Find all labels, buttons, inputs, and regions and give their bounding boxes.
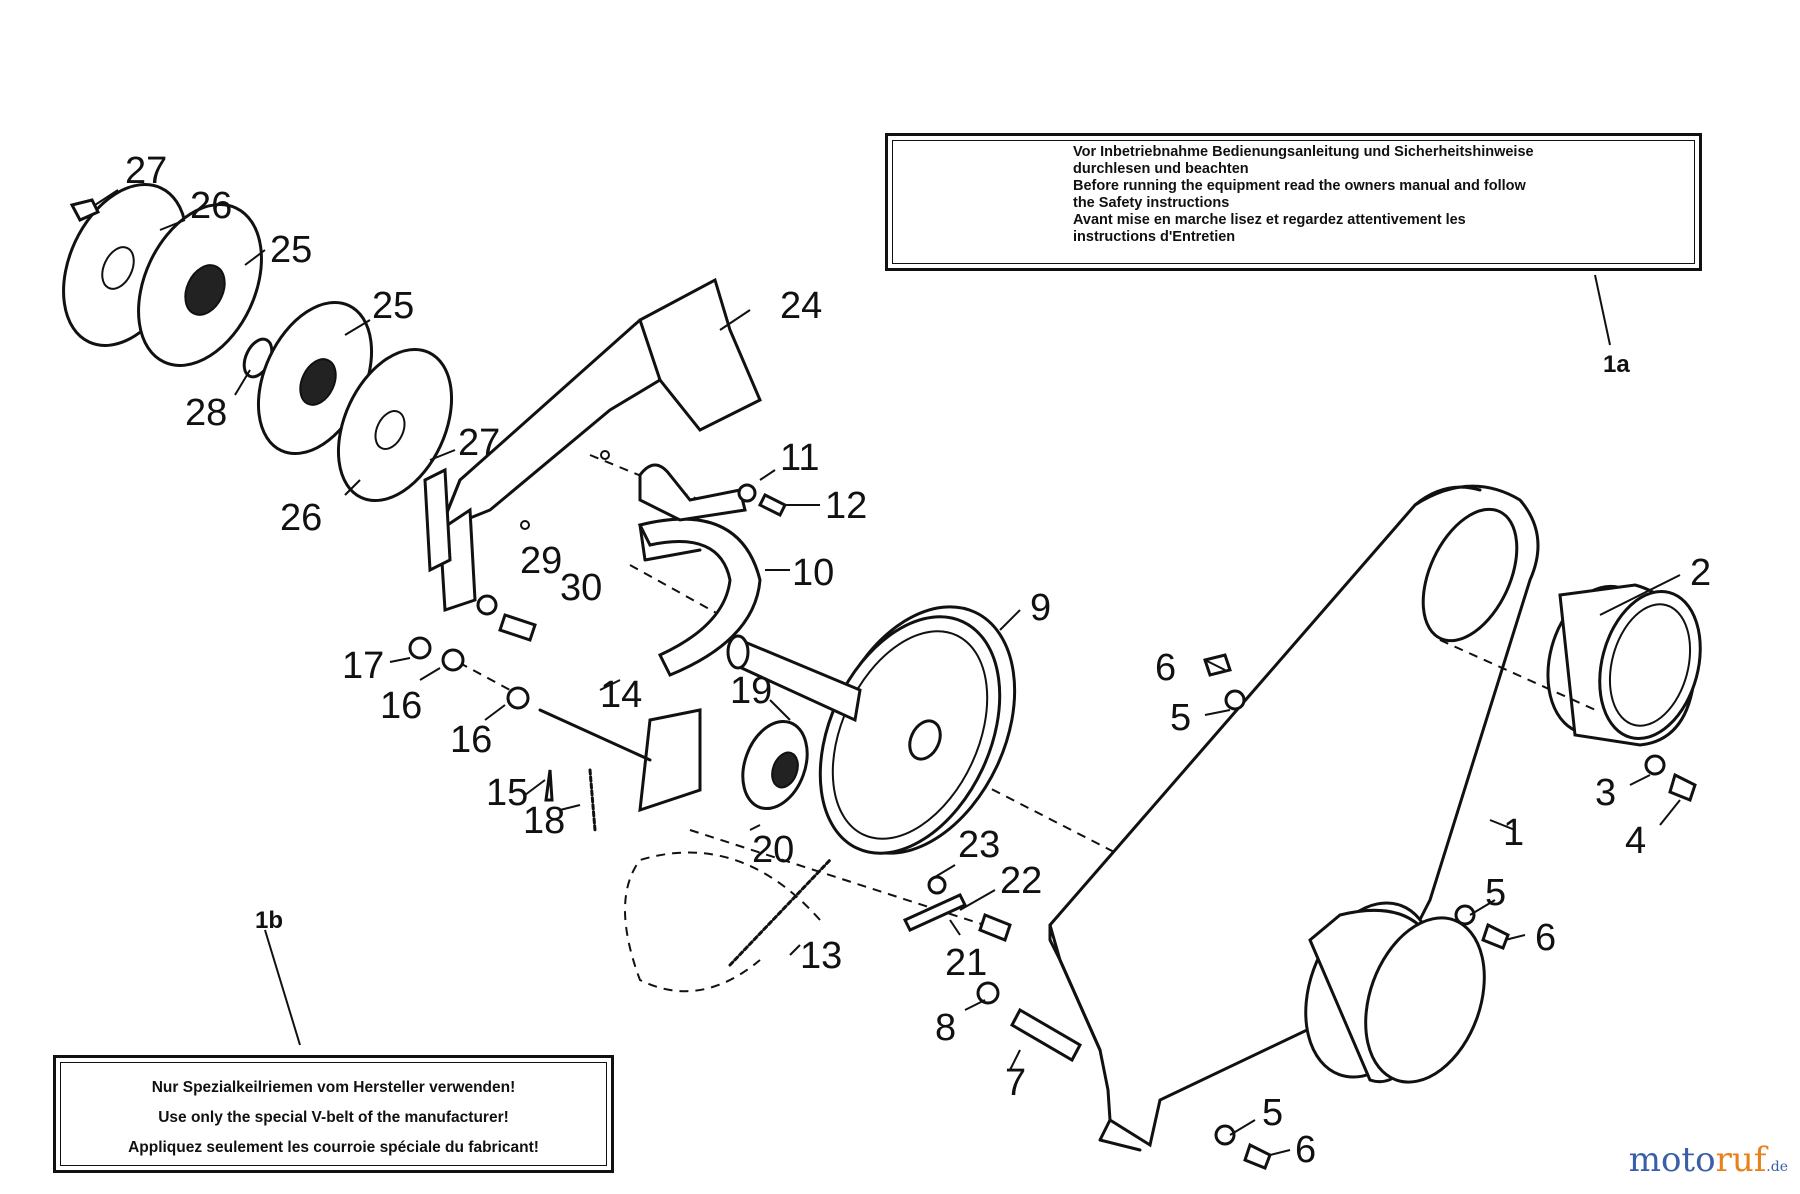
callout-14: 14 <box>600 674 642 716</box>
part-27-screws <box>69 198 452 573</box>
callout-8: 8 <box>935 1007 956 1049</box>
callout-1: 1 <box>1503 812 1524 854</box>
callout-11: 11 <box>780 437 819 479</box>
callout-27b: 27 <box>458 422 500 464</box>
callout-25a: 25 <box>270 229 312 271</box>
part-26-disc-right <box>336 347 454 503</box>
callout-6a: 6 <box>1155 647 1176 689</box>
callout-15: 15 <box>486 772 528 814</box>
part-2-cap <box>1546 583 1702 747</box>
safety-warning-text: Vor Inbetriebnahme Bedienungsanleitung u… <box>1073 144 1693 246</box>
callout-12: 12 <box>825 485 867 527</box>
callout-28: 28 <box>185 392 227 434</box>
v-belt-text: Nur Spezialkeilriemen vom Hersteller ver… <box>56 1073 611 1163</box>
part-1-bracket-arm <box>1048 484 1540 1152</box>
callout-1b: 1b <box>255 907 283 934</box>
callout-2: 2 <box>1690 552 1711 594</box>
callout-5a: 5 <box>1170 697 1191 739</box>
callout-16a: 16 <box>380 685 422 727</box>
callout-16b: 16 <box>450 719 492 761</box>
callout-26a: 26 <box>190 185 232 227</box>
belt-line-2: Use only the special V-belt of the manuf… <box>158 1109 509 1126</box>
callout-9: 9 <box>1030 587 1051 629</box>
callout-1a: 1a <box>1603 351 1630 378</box>
warning-line-1: Vor Inbetriebnahme Bedienungsanleitung u… <box>1073 144 1534 160</box>
watermark-brand-b: ruf <box>1715 1140 1767 1180</box>
part-25-disc-left <box>137 203 263 367</box>
callout-25b: 25 <box>372 285 414 327</box>
belt-line-3: Appliquez seulement les courroie spécial… <box>128 1139 539 1156</box>
leader-lines <box>94 189 1681 1156</box>
callout-3: 3 <box>1595 772 1616 814</box>
callout-13: 13 <box>800 935 842 977</box>
warning-line-6: instructions d'Entretien <box>1073 229 1236 245</box>
callout-6b: 6 <box>1535 917 1556 959</box>
callout-20: 20 <box>752 829 794 871</box>
part-13-spring <box>728 858 832 967</box>
watermark-suffix: .de <box>1766 1159 1788 1175</box>
motoruf-watermark: motoruf.de <box>1629 1140 1788 1180</box>
callout-18: 18 <box>523 800 565 842</box>
callout-10: 10 <box>792 552 834 594</box>
callout-19: 19 <box>730 670 772 712</box>
callout-29: 29 <box>520 540 562 582</box>
part-24-bracket <box>437 277 762 613</box>
callout-21: 21 <box>945 942 987 984</box>
belt-line-1: Nur Spezialkeilriemen vom Hersteller ver… <box>151 1079 516 1096</box>
warning-line-4: the Safety instructions <box>1073 195 1230 211</box>
callout-numbers: 27 26 25 28 25 27 26 24 11 12 10 29 30 9… <box>125 150 1711 1171</box>
callout-17: 17 <box>342 645 384 687</box>
part-18-spring <box>588 768 597 832</box>
v-belt-label: Nur Spezialkeilriemen vom Hersteller ver… <box>53 1055 614 1173</box>
callout-6c: 6 <box>1295 1129 1316 1171</box>
part-14-rod-bracket <box>538 708 702 813</box>
callout-24: 24 <box>780 285 822 327</box>
callout-22: 22 <box>1000 860 1042 902</box>
callout-23: 23 <box>958 824 1000 866</box>
part-bracket-plate <box>638 463 747 522</box>
part-10-half-ring <box>637 517 762 677</box>
part-19-bearing <box>741 719 809 811</box>
callout-26b: 26 <box>280 497 322 539</box>
warning-line-3: Before running the equipment read the ow… <box>1073 178 1526 194</box>
callout-27a: 27 <box>125 150 167 192</box>
callout-4: 4 <box>1625 820 1646 862</box>
watermark-brand-a: moto <box>1628 1140 1716 1180</box>
callout-5b: 5 <box>1485 872 1506 914</box>
warning-line-5: Avant mise en marche lisez et regardez a… <box>1073 212 1466 228</box>
callout-30: 30 <box>560 567 602 609</box>
small-hardware <box>408 483 1697 1170</box>
safety-warning-label: Vor Inbetriebnahme Bedienungsanleitung u… <box>885 133 1702 271</box>
callout-5c: 5 <box>1262 1092 1283 1134</box>
part-9-pulley <box>726 605 1017 855</box>
callout-7: 7 <box>1005 1062 1026 1104</box>
warning-line-2: durchlesen und beachten <box>1073 161 1249 177</box>
